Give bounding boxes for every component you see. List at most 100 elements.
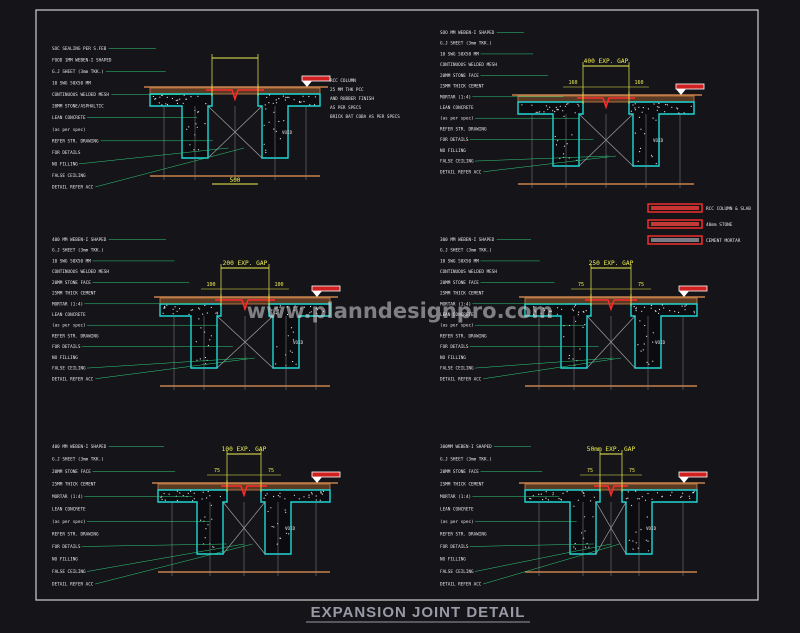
callout-label: G.J SHEET (3mm TKK.) <box>440 457 492 463</box>
dim-left: 75 <box>214 468 220 474</box>
hatch-dot <box>650 154 653 156</box>
hatch-dot <box>315 495 317 497</box>
callout-label: DETAIL REFER ACC <box>440 582 482 588</box>
callout-label: 25MM THICK CEMENT <box>52 482 96 488</box>
hatch-dot <box>562 492 564 494</box>
hatch-dot <box>290 327 293 329</box>
hatch-dot <box>635 310 637 312</box>
hatch-dot <box>168 493 170 495</box>
hatch-dot <box>573 505 575 507</box>
hatch-dot <box>637 160 639 162</box>
hatch-dot <box>321 493 324 495</box>
hatch-dot <box>291 351 293 353</box>
hatch-dot <box>571 308 574 310</box>
hatch-dot <box>172 308 174 310</box>
hatch-dot <box>210 504 212 506</box>
hatch-dot <box>534 309 536 311</box>
hatch-dot <box>584 546 587 548</box>
gi-sheet <box>215 299 275 312</box>
hatch-dot <box>681 305 683 307</box>
hatch-dot <box>555 106 557 108</box>
void-label: VOID <box>653 138 664 143</box>
hatch-dot <box>562 153 565 155</box>
hatch-dot <box>552 494 554 496</box>
hatch-dot <box>625 498 628 500</box>
hatch-dot <box>634 103 636 105</box>
hatch-dot <box>197 307 200 309</box>
hatch-dot <box>574 304 577 306</box>
hatch-dot <box>309 104 311 106</box>
callout-label: (as per spec) <box>52 323 86 329</box>
hatch-dot <box>584 324 586 326</box>
hatch-dot <box>556 307 559 309</box>
hatch-dot <box>204 356 206 359</box>
floor-finish <box>159 297 331 305</box>
hatch-dot <box>266 96 268 98</box>
level-arrow <box>679 291 689 297</box>
callout-label: (as per spec) <box>440 519 474 525</box>
hatch-dot <box>172 313 174 315</box>
hatch-dot <box>268 94 271 96</box>
hatch-dot <box>559 105 561 107</box>
hatch-dot <box>310 492 313 494</box>
hatch-dot <box>627 497 629 499</box>
hatch-dot <box>206 312 208 314</box>
hatch-dot <box>284 509 286 511</box>
hatch-dot <box>193 492 195 494</box>
hatch-dot <box>198 318 200 320</box>
hatch-dot <box>568 354 571 357</box>
hatch-dot <box>658 106 660 108</box>
hatch-dot <box>684 309 686 311</box>
callout-label: FALSE CEILING <box>440 366 474 372</box>
hatch-dot <box>202 491 204 493</box>
dim-right: 75 <box>629 468 635 474</box>
callout-label: (as per spec) <box>440 323 474 329</box>
hatch-dot <box>323 310 325 312</box>
hatch-dot <box>279 305 282 307</box>
dim-right: 100 <box>274 282 283 288</box>
hatch-dot <box>166 104 169 106</box>
hatch-dot <box>171 97 173 100</box>
hatch-dot <box>641 310 643 312</box>
hatch-dot <box>593 496 596 498</box>
watermark: www.planndesignpro.com <box>247 299 554 323</box>
hatch-dot <box>637 344 639 346</box>
hatch-dot <box>275 102 278 104</box>
hatch-dot <box>542 307 545 309</box>
callout-label: MORTAR (1:4) <box>440 494 471 500</box>
hatch-dot <box>638 106 640 108</box>
callout-label: 25MM THICK CEMENT <box>52 291 96 297</box>
hatch-dot <box>276 306 278 308</box>
concrete-hatch <box>162 304 325 367</box>
hatch-dot <box>592 516 594 518</box>
hatch-dot <box>197 149 200 151</box>
hatch-dot <box>160 496 162 498</box>
hatch-dot <box>273 128 275 130</box>
hatch-dot <box>206 497 208 499</box>
callout-label: FOR DETAILS <box>440 544 469 550</box>
callout-label: G.J SHEET (3mm TKK.) <box>52 248 104 254</box>
hatch-dot <box>564 105 567 107</box>
hatch-dot <box>263 124 265 126</box>
leader-line <box>95 147 245 188</box>
hatch-dot <box>273 526 275 528</box>
hatch-dot <box>545 497 547 499</box>
hatch-dot <box>204 331 206 333</box>
hatch-dot <box>638 498 641 500</box>
hatch-dot <box>275 307 277 310</box>
hatch-dot <box>650 304 653 306</box>
hatch-dot <box>630 110 633 112</box>
hatch-dot <box>275 313 277 315</box>
hatch-dot <box>293 99 295 101</box>
hatch-dot <box>693 490 695 492</box>
callout-label: CONTINUOUS WELDED MESH <box>440 62 497 68</box>
hatch-dot <box>645 539 647 541</box>
hatch-dot <box>567 103 569 105</box>
hatch-dot <box>560 499 563 501</box>
hatch-dot <box>635 308 637 310</box>
hatch-dot <box>289 350 291 352</box>
hatch-dot <box>556 313 558 315</box>
hatch-dot <box>540 493 542 495</box>
callout-label: FALSE CEILING <box>52 366 86 372</box>
